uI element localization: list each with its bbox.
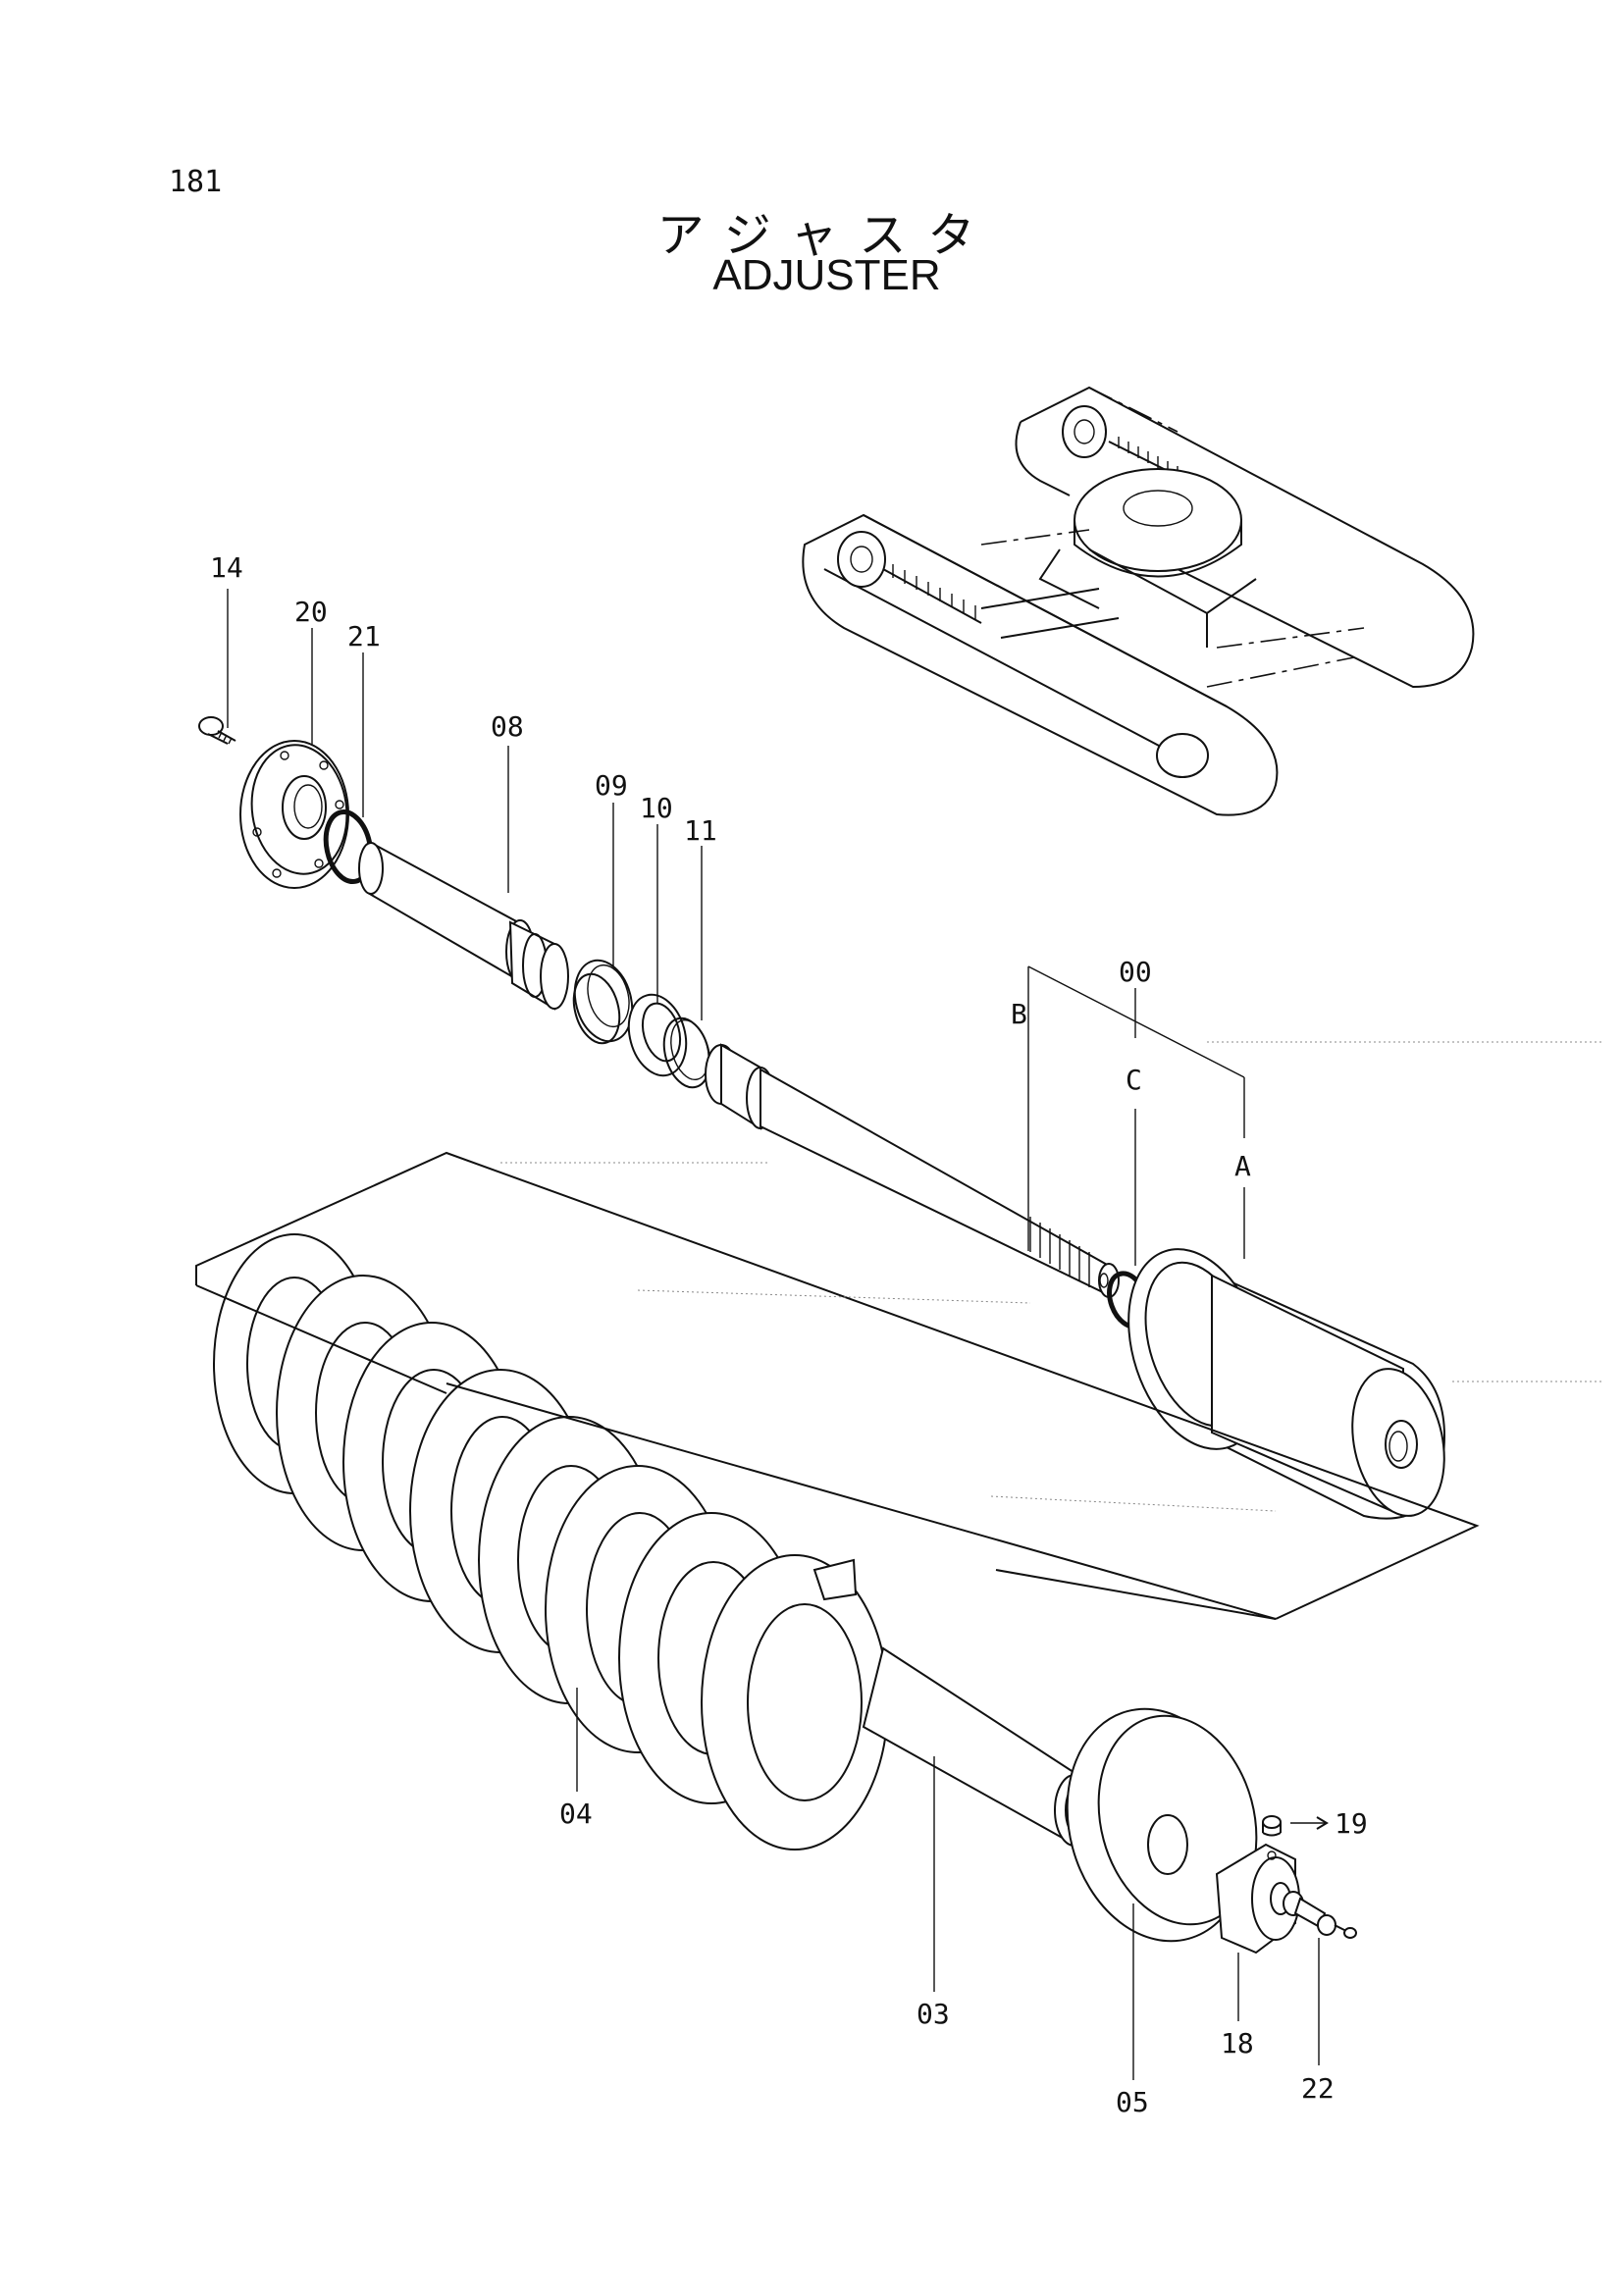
callout-14: 14: [210, 551, 243, 584]
callout-20: 20: [294, 596, 328, 628]
title-japanese: アジャスタ: [656, 208, 997, 263]
rod-03: [862, 1646, 1095, 1847]
callout-05: 05: [1116, 2086, 1149, 2118]
callout-09: 09: [595, 769, 628, 802]
bracket-05: [1066, 1707, 1258, 1943]
callout-b: B: [1011, 998, 1027, 1030]
callout-22: 22: [1301, 2072, 1335, 2105]
callout-10: 10: [640, 792, 673, 824]
callout-a: A: [1234, 1150, 1251, 1182]
leader-lines: [227, 589, 1329, 2080]
piston-rod-08: [358, 842, 569, 1011]
callout-03: 03: [917, 1998, 950, 2030]
grease-fitting-22: [1283, 1891, 1357, 1939]
callout-19: 19: [1335, 1807, 1368, 1840]
title-english: ADJUSTER: [712, 251, 941, 299]
callout-11: 11: [684, 814, 717, 847]
plug-19: [1262, 1815, 1282, 1837]
undercarriage-icon: [802, 386, 1475, 816]
callout-04: 04: [559, 1798, 593, 1830]
assembly-frame: [195, 1151, 1480, 1620]
bolt-14: [198, 716, 236, 745]
assembly-frame-bottom: [445, 1382, 1277, 1620]
flange-20: [239, 740, 349, 889]
nut-18: [1215, 1843, 1300, 1955]
ring-11: [662, 1017, 711, 1089]
callout-21: 21: [347, 620, 381, 652]
cylinder-a: [1127, 1248, 1445, 1520]
spring-04: [213, 1233, 889, 1851]
callout-labels: 14 20 21 08 09 10 11 00 B C A 04 19 03 1…: [210, 551, 1368, 2118]
callout-08: 08: [491, 710, 524, 743]
packing-10: [627, 993, 688, 1077]
page-number: 181: [169, 165, 223, 199]
callout-c: C: [1126, 1064, 1142, 1096]
rod-b: [705, 1043, 1120, 1298]
callout-18: 18: [1221, 2027, 1254, 2059]
callout-00: 00: [1119, 956, 1152, 988]
seal-09: [572, 959, 634, 1045]
